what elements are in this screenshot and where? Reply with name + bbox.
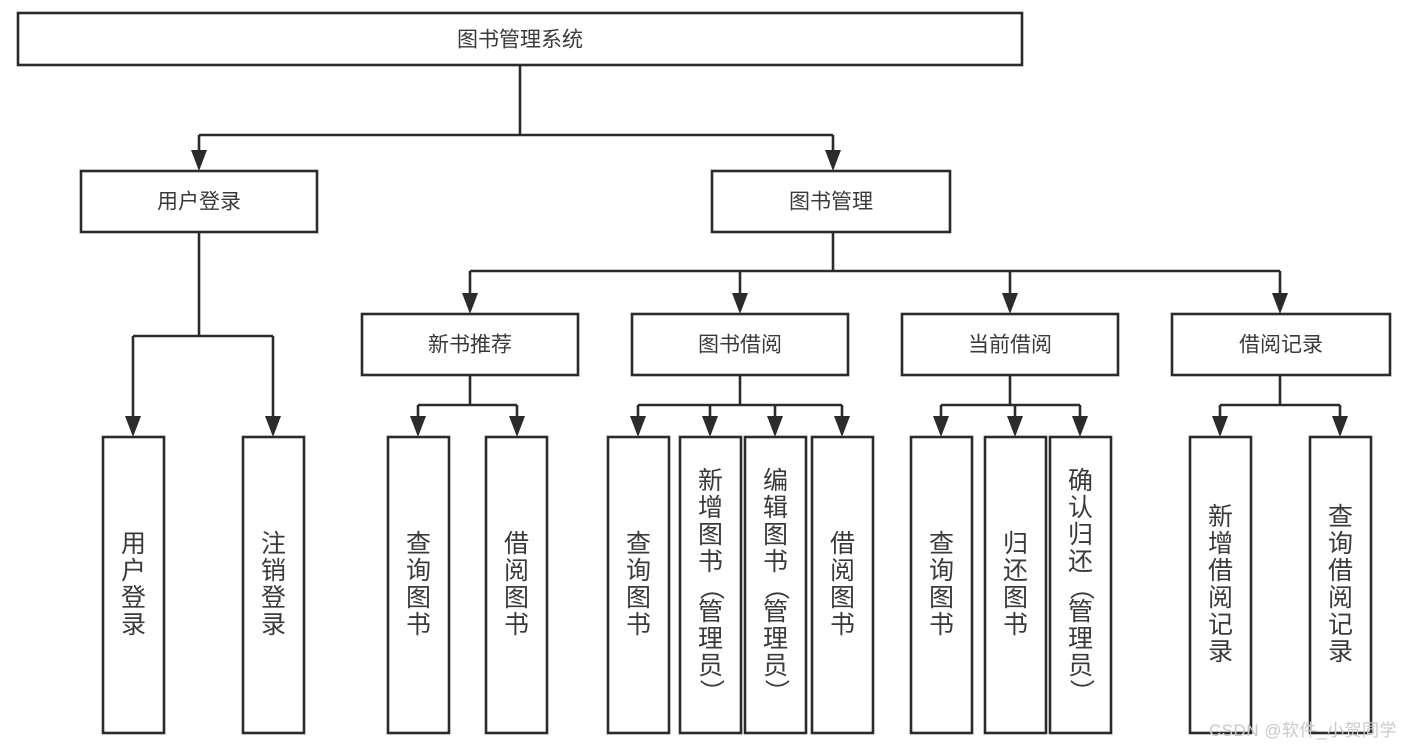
connector-group-user-login-to-leaves bbox=[125, 232, 281, 437]
node-current-borrow-box[interactable] bbox=[900, 312, 1120, 377]
node-leaf-query-book-3[interactable] bbox=[909, 435, 974, 735]
csdn-watermark: CSDN @软件_小贺同学 bbox=[1208, 721, 1397, 740]
node-book-borrow-label: 图书借阅 bbox=[698, 334, 782, 357]
leaf-box-group bbox=[101, 435, 1373, 735]
arrowhead-leaf-query-book-2 bbox=[630, 416, 646, 437]
node-leaf-return-book-box[interactable] bbox=[983, 435, 1048, 735]
arrowhead-leaf-return-book bbox=[1007, 416, 1023, 437]
node-book-borrow[interactable]: 图书借阅 bbox=[630, 312, 850, 377]
connector-group-current-borrow-to-leaves bbox=[933, 375, 1088, 437]
node-leaf-borrow-book-1-box[interactable] bbox=[484, 435, 549, 735]
node-leaf-borrow-book-1[interactable] bbox=[484, 435, 549, 735]
node-leaf-add-record[interactable] bbox=[1188, 435, 1253, 735]
node-leaf-query-book-2-box[interactable] bbox=[606, 435, 671, 735]
arrowhead-borrow-record bbox=[1272, 293, 1288, 314]
node-book-management[interactable]: 图书管理 bbox=[710, 169, 952, 234]
node-new-book-recommend-label: 新书推荐 bbox=[428, 334, 512, 357]
node-new-book-recommend[interactable]: 新书推荐 bbox=[360, 312, 580, 377]
node-user-login-label: 用户登录 bbox=[157, 191, 241, 214]
node-leaf-query-book-1[interactable] bbox=[386, 435, 451, 735]
arrowhead-leaf-logout bbox=[265, 416, 281, 437]
node-borrow-record-box[interactable] bbox=[1170, 312, 1392, 377]
arrowhead-leaf-edit-book bbox=[767, 416, 783, 437]
node-new-book-recommend-box[interactable] bbox=[360, 312, 580, 377]
node-leaf-query-book-1-box[interactable] bbox=[386, 435, 451, 735]
node-borrow-record-label: 借阅记录 bbox=[1239, 334, 1323, 357]
arrowhead-leaf-query-book-1 bbox=[410, 416, 426, 437]
arrowhead-user-login bbox=[191, 150, 207, 171]
node-leaf-borrow-book-2-box[interactable] bbox=[810, 435, 875, 735]
arrowhead-leaf-add-book bbox=[702, 416, 718, 437]
connector-group-borrow-record-to-leaves bbox=[1212, 375, 1348, 437]
arrowhead-current-borrow bbox=[1002, 293, 1018, 314]
node-leaf-borrow-book-2[interactable] bbox=[810, 435, 875, 735]
connector-group-root-to-level2 bbox=[191, 65, 841, 171]
node-leaf-add-book-box[interactable] bbox=[678, 435, 743, 735]
arrowhead-new-book-recommend bbox=[462, 293, 478, 314]
connector-group-new-book-recommend-to-leaves bbox=[410, 375, 525, 437]
node-leaf-return-book[interactable] bbox=[983, 435, 1048, 735]
node-leaf-query-record-box[interactable] bbox=[1308, 435, 1373, 735]
arrowhead-book-borrow bbox=[732, 293, 748, 314]
node-borrow-record[interactable]: 借阅记录 bbox=[1170, 312, 1392, 377]
node-leaf-query-book-3-box[interactable] bbox=[909, 435, 974, 735]
node-book-borrow-box[interactable] bbox=[630, 312, 850, 377]
arrowhead-leaf-add-record bbox=[1212, 416, 1228, 437]
node-leaf-logout-box[interactable] bbox=[241, 435, 306, 735]
arrowhead-leaf-query-record bbox=[1332, 416, 1348, 437]
node-current-borrow[interactable]: 当前借阅 bbox=[900, 312, 1120, 377]
connector-group-book-borrow-to-leaves bbox=[630, 375, 850, 437]
node-user-login-box[interactable] bbox=[79, 169, 319, 234]
node-leaf-query-book-2[interactable] bbox=[606, 435, 671, 735]
node-leaf-query-record[interactable] bbox=[1308, 435, 1373, 735]
arrowhead-leaf-query-book-3 bbox=[933, 416, 949, 437]
node-book-management-label: 图书管理 bbox=[789, 191, 873, 214]
node-current-borrow-label: 当前借阅 bbox=[968, 334, 1052, 357]
node-leaf-user-login[interactable] bbox=[101, 435, 166, 735]
node-leaf-add-record-box[interactable] bbox=[1188, 435, 1253, 735]
arrowhead-leaf-borrow-book-2 bbox=[834, 416, 850, 437]
node-leaf-edit-book-box[interactable] bbox=[743, 435, 808, 735]
node-user-login[interactable]: 用户登录 bbox=[79, 169, 319, 234]
arrowhead-book-management bbox=[825, 150, 841, 171]
connector-group-book-management-to-level3 bbox=[462, 232, 1288, 314]
arrowhead-leaf-confirm-return bbox=[1072, 416, 1088, 437]
node-leaf-logout[interactable] bbox=[241, 435, 306, 735]
node-root-label: 图书管理系统 bbox=[457, 29, 583, 52]
arrowhead-leaf-borrow-book-1 bbox=[509, 416, 525, 437]
node-leaf-edit-book[interactable] bbox=[743, 435, 808, 735]
node-leaf-add-book[interactable] bbox=[678, 435, 743, 735]
node-leaf-user-login-box[interactable] bbox=[101, 435, 166, 735]
node-leaf-confirm-return-box[interactable] bbox=[1048, 435, 1113, 735]
node-book-management-box[interactable] bbox=[710, 169, 952, 234]
node-root-box[interactable] bbox=[16, 11, 1024, 67]
arrowhead-leaf-user-login bbox=[125, 416, 141, 437]
node-leaf-confirm-return[interactable] bbox=[1048, 435, 1113, 735]
node-root[interactable]: 图书管理系统 bbox=[16, 11, 1024, 67]
